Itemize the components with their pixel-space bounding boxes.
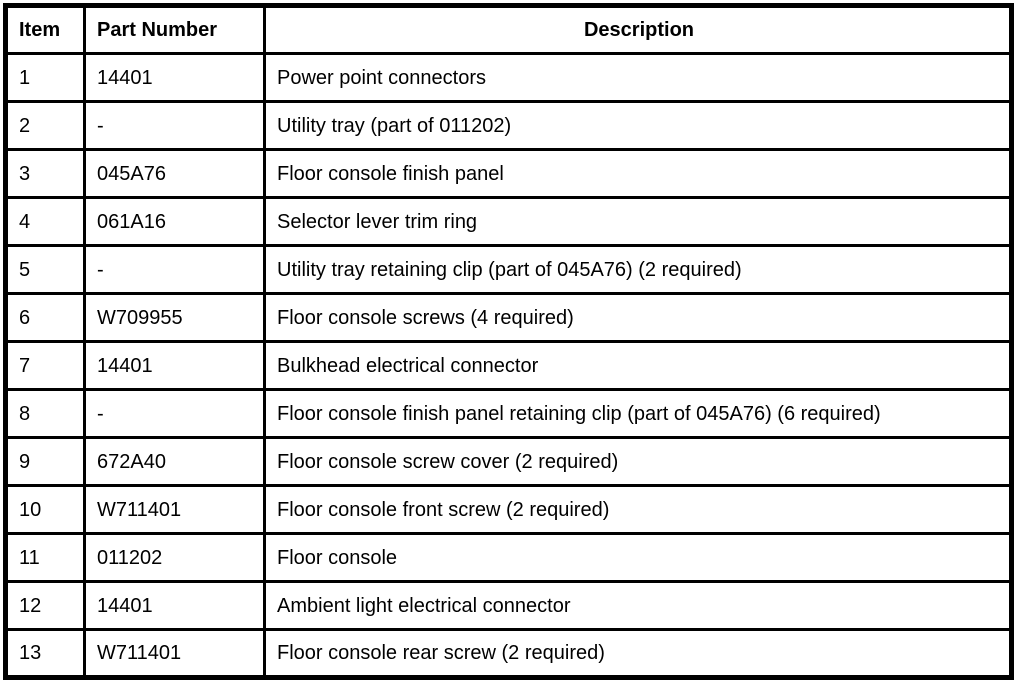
column-header-item: Item (4, 4, 86, 55)
part-number-cell: 14401 (83, 52, 266, 103)
table-row: 4 061A16 Selector lever trim ring (4, 196, 1013, 247)
description-cell: Selector lever trim ring (263, 196, 1013, 247)
table-row: 11 011202 Floor console (4, 532, 1013, 583)
item-cell: 7 (4, 340, 86, 391)
item-cell: 10 (4, 484, 86, 535)
table-row: 1 14401 Power point connectors (4, 52, 1013, 103)
description-cell: Bulkhead electrical connector (263, 340, 1013, 391)
part-number-cell: - (83, 100, 266, 151)
table-row: 7 14401 Bulkhead electrical connector (4, 340, 1013, 391)
part-number-cell: 011202 (83, 532, 266, 583)
description-cell: Floor console finish panel retaining cli… (263, 388, 1013, 439)
item-cell: 6 (4, 292, 86, 343)
item-cell: 9 (4, 436, 86, 487)
item-cell: 1 (4, 52, 86, 103)
item-cell: 13 (4, 628, 86, 679)
part-number-cell: - (83, 244, 266, 295)
description-cell: Floor console front screw (2 required) (263, 484, 1013, 535)
item-cell: 5 (4, 244, 86, 295)
description-cell: Ambient light electrical connector (263, 580, 1013, 631)
description-cell: Floor console screws (4 required) (263, 292, 1013, 343)
header-row: Item Part Number Description (4, 4, 1013, 55)
description-cell: Utility tray retaining clip (part of 045… (263, 244, 1013, 295)
item-cell: 3 (4, 148, 86, 199)
description-cell: Utility tray (part of 011202) (263, 100, 1013, 151)
item-cell: 4 (4, 196, 86, 247)
description-cell: Floor console finish panel (263, 148, 1013, 199)
part-number-cell: W709955 (83, 292, 266, 343)
table-row: 9 672A40 Floor console screw cover (2 re… (4, 436, 1013, 487)
item-cell: 8 (4, 388, 86, 439)
column-header-description: Description (263, 4, 1013, 55)
part-number-cell: 045A76 (83, 148, 266, 199)
table-row: 2 - Utility tray (part of 011202) (4, 100, 1013, 151)
description-cell: Floor console rear screw (2 required) (263, 628, 1013, 679)
description-cell: Floor console screw cover (2 required) (263, 436, 1013, 487)
table-row: 6 W709955 Floor console screws (4 requir… (4, 292, 1013, 343)
table-row: 10 W711401 Floor console front screw (2 … (4, 484, 1013, 535)
part-number-cell: - (83, 388, 266, 439)
part-number-cell: 14401 (83, 340, 266, 391)
part-number-cell: W711401 (83, 628, 266, 679)
item-cell: 12 (4, 580, 86, 631)
table-row: 5 - Utility tray retaining clip (part of… (4, 244, 1013, 295)
item-cell: 2 (4, 100, 86, 151)
table-row: 13 W711401 Floor console rear screw (2 r… (4, 628, 1013, 679)
parts-table: Item Part Number Description 1 14401 Pow… (3, 3, 1014, 680)
column-header-part-number: Part Number (83, 4, 266, 55)
part-number-cell: 061A16 (83, 196, 266, 247)
part-number-cell: W711401 (83, 484, 266, 535)
table-row: 3 045A76 Floor console finish panel (4, 148, 1013, 199)
table-row: 8 - Floor console finish panel retaining… (4, 388, 1013, 439)
part-number-cell: 14401 (83, 580, 266, 631)
description-cell: Floor console (263, 532, 1013, 583)
table-row: 12 14401 Ambient light electrical connec… (4, 580, 1013, 631)
part-number-cell: 672A40 (83, 436, 266, 487)
description-cell: Power point connectors (263, 52, 1013, 103)
item-cell: 11 (4, 532, 86, 583)
